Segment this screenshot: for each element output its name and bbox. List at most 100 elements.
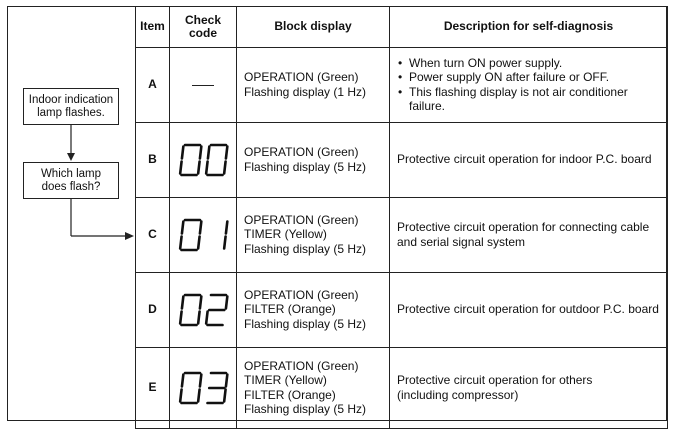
- item-cell: A: [135, 46, 170, 123]
- code-segment: [198, 144, 203, 160]
- item-cell: C: [135, 196, 170, 273]
- code-digit: [222, 219, 229, 250]
- header-check-code: Check code: [169, 5, 237, 48]
- code-segment: [178, 309, 183, 325]
- block-line: Flashing display (5 Hz): [244, 402, 367, 416]
- block-line: Flashing display (1 Hz): [244, 84, 367, 99]
- header-description: Description for self-diagnosis: [389, 5, 668, 48]
- code-digit: [178, 293, 203, 326]
- item-cell: B: [135, 121, 170, 198]
- block-display-cell: OPERATION (Green) TIMER (Yellow) FILTER …: [236, 346, 390, 429]
- code-digit: [204, 143, 229, 176]
- table-row: B OPERATION (Green) Flashing display (5 …: [135, 121, 668, 198]
- block-line: TIMER (Yellow): [244, 373, 327, 387]
- block-line: OPERATION (Green): [244, 70, 359, 84]
- code-segment: [224, 144, 229, 160]
- table-header-row: Item Check code Block display Descriptio…: [135, 5, 668, 48]
- item-cell: D: [135, 271, 170, 348]
- check-code-cell: [169, 121, 237, 198]
- no-code-dash: [192, 84, 214, 86]
- block-line: Flashing display (5 Hz): [244, 316, 367, 331]
- code-segment: [180, 294, 185, 310]
- flow-box-which-lamp: Which lamp does flash?: [23, 162, 119, 199]
- code-segment: [178, 159, 183, 175]
- code-segment: [222, 387, 227, 403]
- code-segment: [224, 219, 229, 235]
- block-line: Flashing display (5 Hz): [244, 159, 367, 174]
- code-segment: [222, 234, 227, 250]
- list-item: When turn ON power supply.: [398, 56, 667, 71]
- code-segment: [196, 159, 201, 175]
- diagnosis-table: Item Check code Block display Descriptio…: [135, 5, 668, 429]
- description-cell: Protective circuit operation for outdoor…: [389, 271, 668, 348]
- block-display-cell: OPERATION (Green) FILTER (Orange) Flashi…: [236, 271, 390, 348]
- code-segment: [180, 219, 185, 235]
- seven-segment-code: [178, 143, 229, 176]
- check-code-cell: [169, 196, 237, 273]
- description-cell: Protective circuit operation for indoor …: [389, 121, 668, 198]
- block-line: FILTER (Orange): [244, 302, 336, 317]
- block-display-cell: OPERATION (Green) Flashing display (5 Hz…: [236, 121, 390, 198]
- table-row: A OPERATION (Green) Flashing display (1 …: [135, 46, 668, 123]
- description-line: and serial signal system: [397, 234, 526, 249]
- block-line: OPERATION (Green): [244, 145, 359, 159]
- description-cell: Protective circuit operation for others …: [389, 346, 668, 429]
- list-item: Power supply ON after failure or OFF.: [398, 70, 667, 85]
- block-line: OPERATION (Green): [244, 212, 359, 227]
- code-segment: [198, 372, 203, 388]
- block-line: OPERATION (Green): [244, 287, 359, 302]
- code-segment: [178, 234, 183, 250]
- code-segment: [180, 144, 185, 160]
- description-line: Protective circuit operation for connect…: [397, 220, 650, 234]
- block-line: Flashing display (5 Hz): [244, 241, 367, 256]
- code-digit: [178, 218, 203, 251]
- flow-box-indoor-lamp-text: Indoor indication lamp flashes.: [28, 93, 114, 119]
- description-list: When turn ON power supply. Power supply …: [397, 56, 667, 114]
- seven-segment-code: [178, 218, 229, 251]
- block-display-cell: OPERATION (Green) Flashing display (1 Hz…: [236, 46, 390, 123]
- code-segment: [196, 309, 201, 325]
- check-code-cell: [169, 46, 237, 123]
- code-digit: [206, 371, 229, 404]
- code-digit: [178, 143, 203, 176]
- code-segment: [198, 294, 203, 310]
- block-line: FILTER (Orange): [244, 387, 336, 402]
- code-digit: [204, 293, 229, 326]
- diagnosis-frame: Indoor indication lamp flashes. Which la…: [7, 5, 668, 429]
- check-code-cell: [169, 271, 237, 348]
- code-digit: [178, 371, 203, 404]
- code-segment: [198, 219, 203, 235]
- description-line: Protective circuit operation for others: [397, 373, 593, 387]
- flowchart: Indoor indication lamp flashes. Which la…: [8, 7, 134, 420]
- code-segment: [222, 159, 227, 175]
- flow-box-which-lamp-text: Which lamp does flash?: [40, 167, 102, 193]
- code-segment: [180, 372, 185, 388]
- code-segment: [196, 387, 201, 403]
- code-segment: [204, 309, 209, 325]
- header-check-code-text: Check code: [184, 12, 222, 40]
- list-item: This flashing display is not air conditi…: [398, 85, 667, 114]
- code-segment: [206, 144, 211, 160]
- header-block-display: Block display: [236, 5, 390, 48]
- header-item: Item: [135, 5, 170, 48]
- description-line: (including compressor): [397, 387, 519, 402]
- code-segment: [196, 234, 201, 250]
- code-segment: [204, 159, 209, 175]
- table-row: D OPERATION (Green) FILTER (Orange) Flas…: [135, 271, 668, 348]
- description-cell: When turn ON power supply. Power supply …: [389, 46, 668, 123]
- block-line: TIMER (Yellow): [244, 227, 327, 242]
- code-segment: [224, 372, 229, 388]
- block-display-cell: OPERATION (Green) TIMER (Yellow) Flashin…: [236, 196, 390, 273]
- description-cell: Protective circuit operation for connect…: [389, 196, 668, 273]
- table-row: E OPERATION (Green) TIMER (Yellow) FILTE…: [135, 346, 668, 429]
- seven-segment-code: [178, 293, 229, 326]
- flow-arrows: [67, 125, 134, 240]
- code-segment: [224, 294, 229, 310]
- block-line: OPERATION (Green): [244, 358, 359, 373]
- code-segment: [178, 387, 183, 403]
- table-row: C OPERATION (Green) TIMER (Yellow) Flash…: [135, 196, 668, 273]
- flow-box-indoor-lamp: Indoor indication lamp flashes.: [23, 88, 119, 125]
- seven-segment-code: [178, 371, 229, 404]
- check-code-cell: [169, 346, 237, 429]
- item-cell: E: [135, 346, 170, 429]
